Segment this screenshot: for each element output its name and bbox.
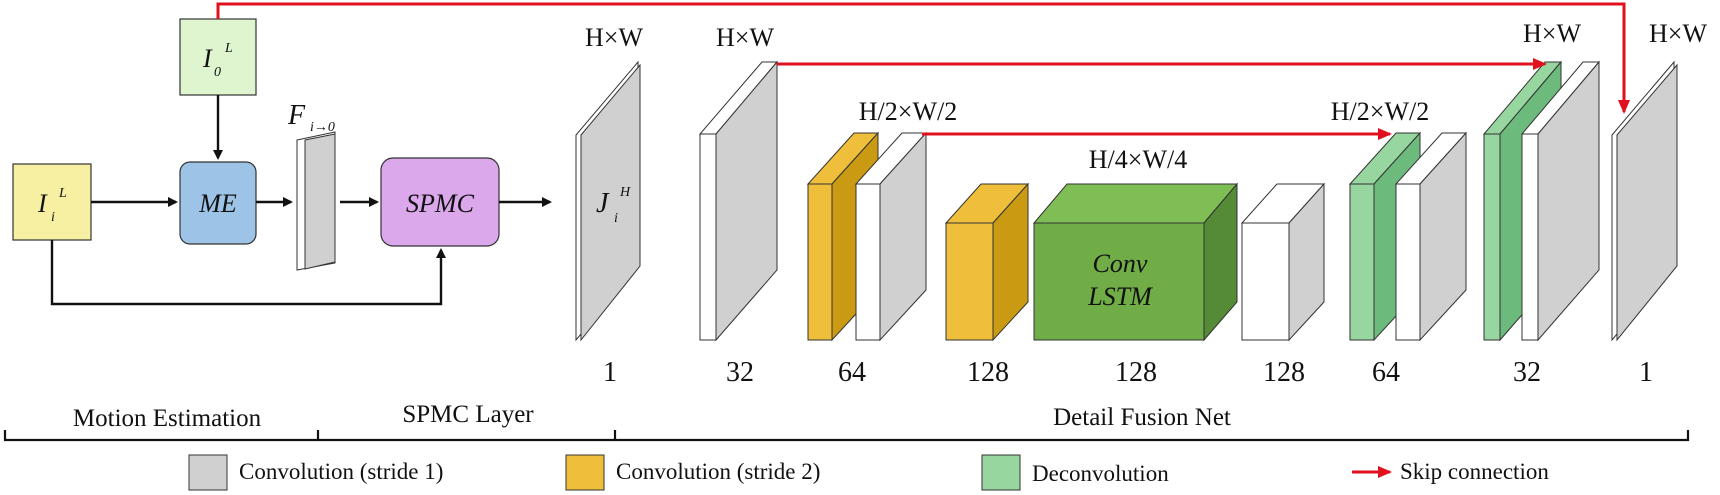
legend-conv-stride1: Convolution (stride 1)	[188, 454, 443, 491]
dim-quarter: H/4×W/4	[1089, 145, 1187, 174]
section-motion-estimation: Motion Estimation	[73, 405, 262, 432]
conv-layer-64	[854, 131, 928, 342]
legend-deconvolution: Deconvolution	[981, 454, 1169, 491]
channel-label: 32	[726, 357, 754, 388]
channel-label: 1	[603, 357, 617, 388]
channel-label: 64	[838, 357, 866, 388]
dimension-labels: H×W H×W H/2×W/2 H/4×W/4 H/2×W/2 H×W H×W	[585, 19, 1707, 174]
j-layer: J i H	[575, 60, 641, 342]
input-i0-box: I 0 L	[179, 18, 257, 96]
flow-label-base: F	[287, 100, 306, 131]
dim-half-1: H/2×W/2	[859, 97, 957, 126]
legend-label: Convolution (stride 1)	[239, 459, 443, 484]
conv-layer-64b	[1394, 131, 1468, 342]
conv-layer-32	[698, 60, 779, 342]
spmc-label: SPMC	[406, 189, 475, 218]
section-spmc-layer: SPMC Layer	[402, 401, 534, 428]
channel-label: 32	[1513, 357, 1541, 388]
legend-label: Deconvolution	[1032, 461, 1169, 486]
convlstm-block: Conv LSTM	[1032, 182, 1239, 342]
spmc-module: SPMC	[380, 157, 500, 247]
dim-full-3: H×W	[1523, 19, 1581, 48]
lstm-label-line2: LSTM	[1087, 282, 1153, 311]
legend-skip-connection: Skip connection	[1352, 459, 1549, 484]
input-ii-box: I i L	[12, 163, 92, 241]
input-i0-base: I	[202, 44, 213, 73]
channel-label: 128	[967, 357, 1009, 388]
channel-label: 128	[1115, 357, 1157, 388]
motion-arrows	[50, 95, 552, 306]
dim-full-1: H×W	[585, 23, 643, 52]
input-ii-sub: i	[51, 210, 55, 225]
input-i0-sub: 0	[214, 65, 221, 80]
me-label: ME	[198, 189, 237, 218]
input-i0-sup: L	[224, 41, 233, 56]
input-ii-sup: L	[58, 186, 67, 201]
input-ii-base: I	[37, 189, 48, 218]
j-label-sub: i	[614, 211, 618, 226]
j-label-sup: H	[619, 185, 631, 200]
output-layer	[1611, 60, 1678, 342]
legend-label: Convolution (stride 2)	[616, 459, 820, 484]
flow-label-sub: i→0	[310, 120, 335, 135]
j-label-base: J	[596, 188, 610, 219]
section-detail-fusion-net: Detail Fusion Net	[1053, 404, 1231, 431]
dim-full-4: H×W	[1649, 19, 1707, 48]
section-bracket	[3, 430, 1690, 442]
channel-label: 64	[1372, 357, 1400, 388]
flow-field: F i→0	[287, 100, 336, 271]
skip-connections	[216, 2, 1630, 140]
lstm-label-line1: Conv	[1093, 249, 1148, 278]
conv-layer-32b	[1520, 60, 1601, 342]
conv2-layer-128	[944, 182, 1030, 342]
channel-label: 1	[1639, 357, 1653, 388]
dim-full-2: H×W	[716, 23, 774, 52]
me-module: ME	[179, 161, 257, 245]
legend: Convolution (stride 1) Convolution (stri…	[188, 454, 1549, 491]
legend-label: Skip connection	[1400, 459, 1549, 484]
conv-layer-128	[1240, 182, 1326, 342]
channel-labels: 1 32 64 128 128 128 64 32 1	[603, 357, 1653, 388]
channel-label: 128	[1263, 357, 1305, 388]
legend-conv-stride2: Convolution (stride 2)	[565, 454, 820, 491]
section-labels: Motion Estimation SPMC Layer Detail Fusi…	[73, 401, 1231, 432]
dim-half-2: H/2×W/2	[1331, 97, 1429, 126]
